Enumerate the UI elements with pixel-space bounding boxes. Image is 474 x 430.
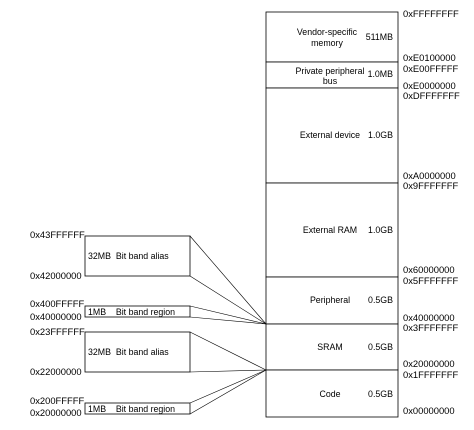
bit-band-region-label-lower: 1MB Bit band region [88, 404, 175, 414]
region-box-peripheral [265, 276, 399, 325]
bit-band-alias-box-upper [84, 235, 191, 277]
region-box-vendor-specific [265, 11, 399, 63]
region-size-peripheral: 0.5GB [368, 295, 393, 305]
connector-line [189, 305, 267, 325]
address-label: 0xE00FFFFF [403, 63, 458, 74]
bit-band-blocks [84, 235, 191, 415]
region-label-vendor-line1: Vendor-specific [297, 27, 358, 37]
address-label: 0x23FFFFFF [30, 326, 85, 337]
region-size-ppb: 1.0MB [368, 69, 394, 79]
bit-band-region-box-lower [84, 402, 191, 415]
region-label-external-device: External device [300, 130, 360, 140]
address-label: 0x00000000 [403, 405, 455, 416]
address-label: 0x60000000 [403, 264, 455, 275]
connector-line [189, 369, 267, 415]
region-size-vendor-specific: 511MB [366, 32, 393, 42]
address-label: 0xFFFFFFFF [403, 8, 459, 19]
address-label: 0xDFFFFFFF [403, 90, 460, 101]
region-labels: Vendor-specific memory Private periphera… [296, 27, 365, 399]
region-box-external-device [265, 87, 399, 184]
address-label: 0x20000000 [30, 407, 82, 418]
address-label: 0x40000000 [30, 311, 82, 322]
region-size-sram: 0.5GB [368, 342, 393, 352]
connector-line [189, 331, 267, 371]
address-label: 0x40000000 [403, 312, 455, 323]
address-label: 0x20000000 [403, 358, 455, 369]
address-label: 0x5FFFFFFF [403, 275, 458, 286]
address-label: 0xA0000000 [403, 170, 456, 181]
address-label: 0x1FFFFFFF [403, 369, 458, 380]
region-label-sram: SRAM [317, 342, 342, 352]
address-label: 0x43FFFFFF [30, 229, 85, 240]
memory-column [265, 11, 399, 418]
address-label: 0x3FFFFFFF [403, 322, 458, 333]
right-addresses: 0xFFFFFFFF 0xE0100000 0xE00FFFFF 0xE0000… [403, 8, 460, 416]
left-addresses: 0x43FFFFFF 0x42000000 0x400FFFFF 0x40000… [30, 229, 85, 418]
region-box-private-peripheral-bus [265, 61, 399, 89]
address-label: 0xE0000000 [403, 80, 456, 91]
region-label-vendor-line2: memory [311, 38, 343, 48]
address-label: 0x400FFFFF [30, 298, 84, 309]
region-sizes: 511MB 1.0MB 1.0GB 1.0GB 0.5GB 0.5GB 0.5G… [366, 32, 393, 399]
bit-band-alias-label-upper: 32MB Bit band alias [88, 251, 169, 261]
connector-line [189, 275, 267, 325]
region-label-external-ram: External RAM [303, 225, 357, 235]
bit-band-region-label-upper: 1MB Bit band region [88, 307, 175, 317]
bit-band-region-box-upper [84, 305, 191, 318]
connector-line [189, 369, 267, 373]
region-size-external-device: 1.0GB [368, 130, 393, 140]
region-box-external-ram [265, 182, 399, 278]
connector-line [189, 316, 267, 325]
bit-band-alias-box-lower [84, 331, 191, 373]
connector-line [189, 235, 267, 325]
connector-lines [189, 235, 267, 415]
connector-line [189, 369, 267, 404]
region-label-code: Code [319, 389, 340, 399]
region-box-code [265, 369, 399, 418]
address-label: 0x200FFFFF [30, 395, 84, 406]
region-size-code: 0.5GB [368, 389, 393, 399]
address-label: 0xE0100000 [403, 52, 456, 63]
region-box-sram [265, 323, 399, 371]
bit-band-alias-label-lower: 32MB Bit band alias [88, 347, 169, 357]
address-label: 0x42000000 [30, 270, 82, 281]
region-label-peripheral: Peripheral [310, 295, 350, 305]
region-label-ppb-line1: Private peripheral [296, 66, 365, 76]
address-label: 0x22000000 [30, 366, 82, 377]
region-size-external-ram: 1.0GB [368, 225, 393, 235]
address-label: 0x9FFFFFFF [403, 180, 458, 191]
region-label-ppb-line2: bus [323, 76, 338, 86]
bit-band-labels: 32MB Bit band alias 1MB Bit band region … [88, 251, 175, 414]
